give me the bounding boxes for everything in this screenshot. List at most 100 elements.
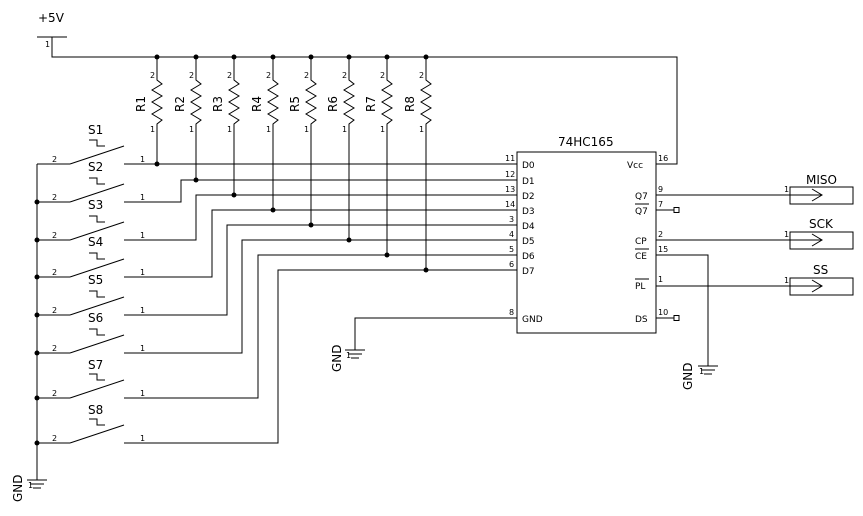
port-arrow (811, 279, 823, 293)
switch-pin-left: 2 (52, 389, 57, 398)
switch-pin-right: 1 (140, 344, 145, 353)
switch-pin-right: 1 (140, 268, 145, 277)
switch-pin-right: 1 (140, 231, 145, 240)
switch-actuator (89, 290, 105, 298)
resistor-r6: 2 1 R6 (326, 57, 355, 240)
chip-body (516, 151, 657, 334)
chip-pin-number: 1 (658, 275, 663, 284)
switch-lead-right (124, 179, 196, 203)
resistor-pin-top: 2 (227, 71, 232, 80)
resistor-pin-top: 2 (189, 71, 194, 80)
switch-lever (69, 424, 125, 444)
switch-ref: S1 (88, 123, 103, 137)
switch-lever (69, 258, 125, 278)
resistor-ref: R8 (403, 96, 417, 112)
chip-pin-label: D0 (522, 161, 535, 171)
chip-pin-number: 14 (505, 200, 515, 209)
shift-register-chip: 74HC165 11 D0 12 D1 13 D2 14 D3 3 D4 4 D… (505, 135, 790, 366)
resistor-r7: 2 1 R7 (364, 57, 393, 255)
resistor-body (343, 57, 355, 240)
switch-actuator (89, 373, 105, 381)
chip-pin-label: D7 (522, 267, 535, 277)
switch-lead-right (124, 194, 234, 241)
switch-ref: S7 (88, 358, 103, 372)
port-arrow (811, 188, 823, 202)
switch-actuator (89, 215, 105, 223)
switch-pin-left: 2 (52, 231, 57, 240)
switch-s2: S2 2 1 (37, 160, 199, 203)
resistor-pin-top: 2 (342, 71, 347, 80)
chip-pin-number: 11 (505, 154, 515, 163)
resistor-body (267, 57, 279, 210)
resistor-ref: R3 (211, 96, 225, 112)
junction-dot (270, 54, 276, 60)
port-miso: MISO 1 (784, 173, 854, 205)
switch-pin-right: 1 (140, 306, 145, 315)
resistor-r1: 2 1 R1 (134, 57, 163, 164)
port-arrow (811, 233, 823, 247)
switch-pin-right: 1 (140, 434, 145, 443)
switch-lever (69, 183, 125, 203)
resistor-ref: R2 (173, 96, 187, 112)
junction-dot (384, 54, 390, 60)
chip-pin-label: Vcc (627, 161, 643, 171)
junction-dot (346, 54, 352, 60)
resistor-r3: 2 1 R3 (211, 57, 240, 195)
chip-pin-label: Q7 (635, 207, 648, 217)
resistor-pin-bottom: 1 (342, 125, 347, 134)
port-pin-number: 1 (784, 276, 789, 285)
chip-pin-number: 16 (658, 154, 668, 163)
switch-lead-right (124, 209, 273, 278)
switch-s3: S3 2 1 (37, 192, 237, 241)
switch-ref: S8 (88, 403, 103, 417)
switch-ref: S4 (88, 235, 103, 249)
chip-pin-number: 2 (658, 230, 663, 239)
chip-pin-label: D4 (522, 222, 535, 232)
port-sck: SCK 1 (784, 217, 854, 250)
port-name: SCK (809, 217, 834, 231)
resistor-pin-top: 2 (266, 71, 271, 80)
vcc-pin-number: 1 (45, 40, 50, 49)
chip-pin-label: CE (635, 252, 647, 262)
switch-lever (69, 221, 125, 241)
ground-pin-number: 1 (699, 367, 704, 376)
port-name: SS (813, 263, 828, 277)
resistor-pin-bottom: 1 (419, 125, 424, 134)
switch-ground-rail: 1 GND (11, 164, 47, 502)
chip-pin-number: 4 (509, 230, 514, 239)
switch-pin-right: 1 (140, 389, 145, 398)
port-ss: SS 1 (784, 263, 854, 296)
switch-actuator (89, 252, 105, 260)
resistor-body (228, 57, 240, 195)
chip-ground: 1 GND (330, 317, 517, 372)
vcc-rail (51, 37, 678, 165)
switch-lead-right (124, 269, 426, 444)
resistor-pin-bottom: 1 (227, 125, 232, 134)
switch-s1: S1 2 1 (37, 123, 160, 167)
chip-pin-label: D3 (522, 207, 535, 217)
switch-pin-left: 2 (52, 268, 57, 277)
port-name: MISO (806, 173, 837, 187)
switch-lead-right (124, 239, 349, 354)
junction-dot (193, 54, 199, 60)
resistor-body (151, 57, 163, 164)
chip-pin-number: 3 (509, 215, 514, 224)
chip-pin-number: 10 (658, 308, 668, 317)
resistor-body (381, 57, 393, 255)
switch-actuator (89, 139, 105, 147)
junction-dot (423, 54, 429, 60)
switch-s7: S7 2 1 (37, 252, 390, 399)
resistor-r5: 2 1 R5 (288, 57, 317, 225)
junction-dot (231, 54, 237, 60)
no-connect-marker (673, 315, 680, 321)
port-pin-number: 1 (784, 230, 789, 239)
chip-pin-number: 8 (509, 308, 514, 317)
ground-pin-number: 1 (346, 351, 351, 360)
chip-pin-label: D6 (522, 252, 535, 262)
vcc-label: +5V (38, 11, 65, 25)
switch-pin-left: 2 (52, 155, 57, 164)
switch-pin-left: 2 (52, 344, 57, 353)
switch-lead-right (124, 254, 387, 399)
